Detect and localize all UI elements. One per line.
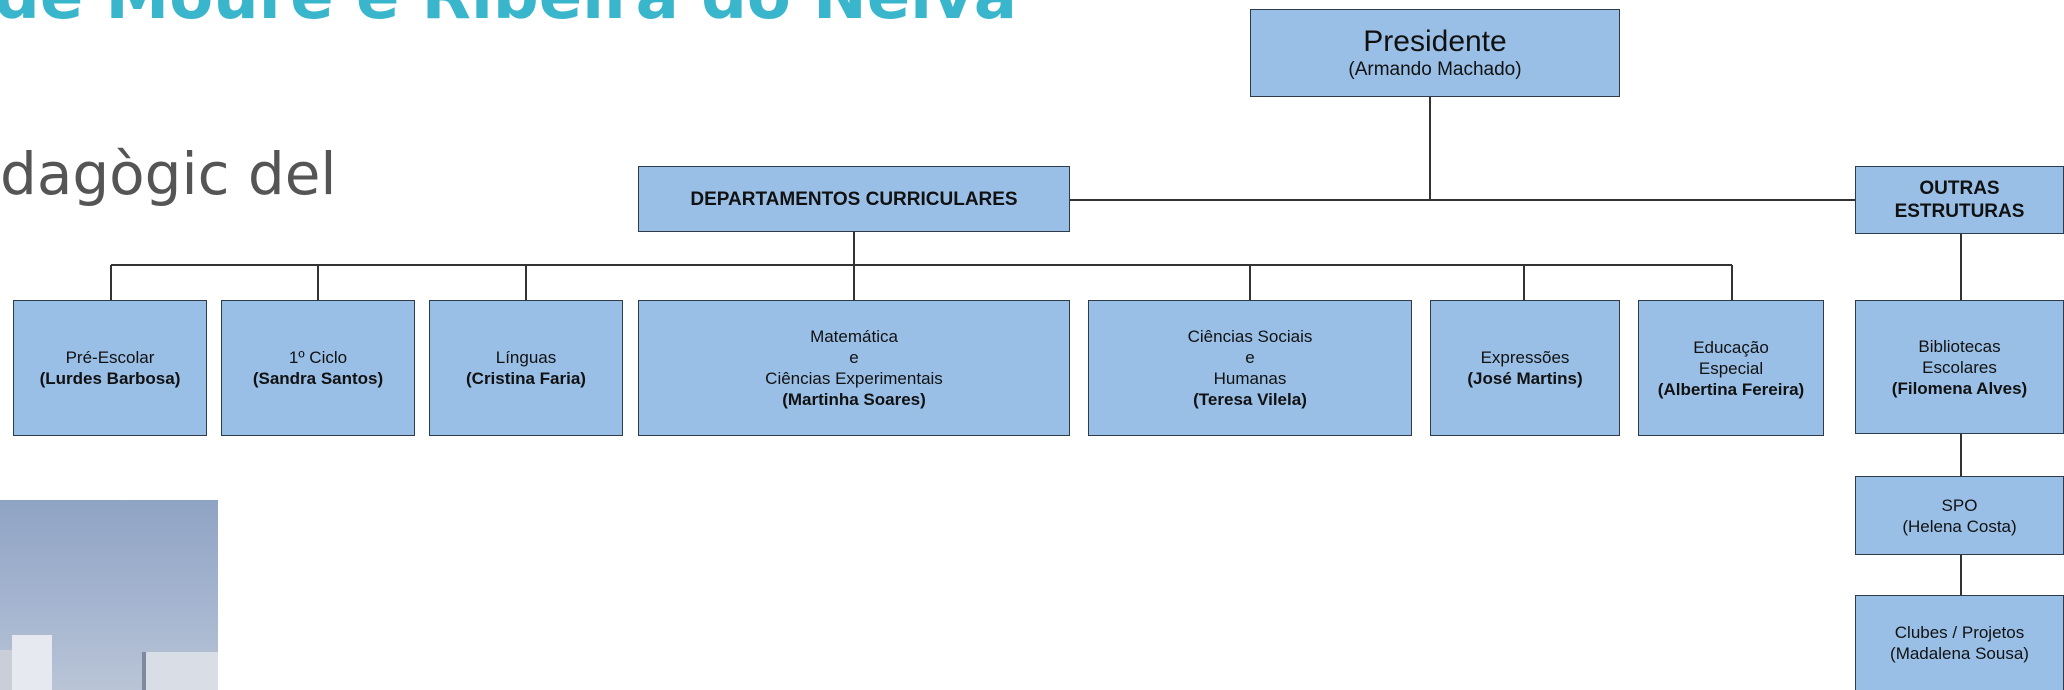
department-label: Matemática [810,327,898,346]
department-box-ciencias-sociais: Ciências Sociais e Humanas (Teresa Vilel… [1088,300,1412,436]
structure-coordinator: (Madalena Sousa) [1890,644,2029,663]
department-label: e [1245,348,1255,367]
other-structures-header-box: OUTRAS ESTRUTURAS [1855,166,2064,234]
department-coordinator: (Sandra Santos) [252,369,384,388]
department-label: Educação [1693,337,1769,357]
department-coordinator: (Lurdes Barbosa) [39,369,181,388]
department-box-linguas: Línguas (Cristina Faria) [429,300,623,436]
department-label: 1º Ciclo [288,348,348,367]
department-label: Línguas [495,348,557,367]
department-coordinator: (Teresa Vilela) [1193,390,1307,409]
page-title: de Moure e Ribeira do Neiva [0,0,1017,34]
department-label: Ciências Experimentais [765,369,943,388]
structure-label: SPO [1941,495,1978,515]
department-box-pre-escolar: Pré-Escolar (Lurdes Barbosa) [13,300,207,436]
department-coordinator: (José Martins) [1467,369,1583,388]
president-name: (Armando Machado) [1348,59,1522,80]
department-box-expressoes: Expressões (José Martins) [1430,300,1620,436]
departments-header-label: DEPARTAMENTOS CURRICULARES [690,188,1018,210]
structure-label: Bibliotecas [1918,336,2001,356]
structure-coordinator: (Filomena Alves) [1891,378,2028,398]
structure-label: Escolares [1922,357,1997,377]
department-coordinator: (Albertina Fereira) [1657,379,1805,399]
department-label: e [849,348,859,367]
department-coordinator: (Martinha Soares) [782,390,926,409]
other-structures-line2: ESTRUTURAS [1894,201,2025,222]
department-box-1-ciclo: 1º Ciclo (Sandra Santos) [221,300,415,436]
department-label: Especial [1698,358,1764,378]
structure-coordinator: (Helena Costa) [1902,516,2017,536]
president-title: Presidente [1363,25,1507,58]
department-box-educacao-especial: Educação Especial (Albertina Fereira) [1638,300,1824,436]
other-box-spo: SPO (Helena Costa) [1855,476,2064,555]
departments-header-box: DEPARTAMENTOS CURRICULARES [638,166,1070,232]
department-label: Expressões [1480,348,1570,367]
department-label: Pré-Escolar [65,348,155,367]
department-label: Humanas [1213,369,1287,388]
slide-subtitle: dagògic del [0,140,337,208]
department-coordinator: (Cristina Faria) [466,369,586,388]
structure-label: Clubes / Projetos [1894,623,2025,642]
department-box-matematica: Matemática e Ciências Experimentais (Mar… [638,300,1070,436]
department-label: Ciências Sociais [1187,327,1313,346]
president-box: Presidente (Armando Machado) [1250,9,1620,97]
school-building-photo [0,500,218,690]
other-structures-line1: OUTRAS [1919,178,2000,199]
other-box-bibliotecas: Bibliotecas Escolares (Filomena Alves) [1855,300,2064,434]
other-box-clubes-projetos: Clubes / Projetos (Madalena Sousa) [1855,595,2064,690]
